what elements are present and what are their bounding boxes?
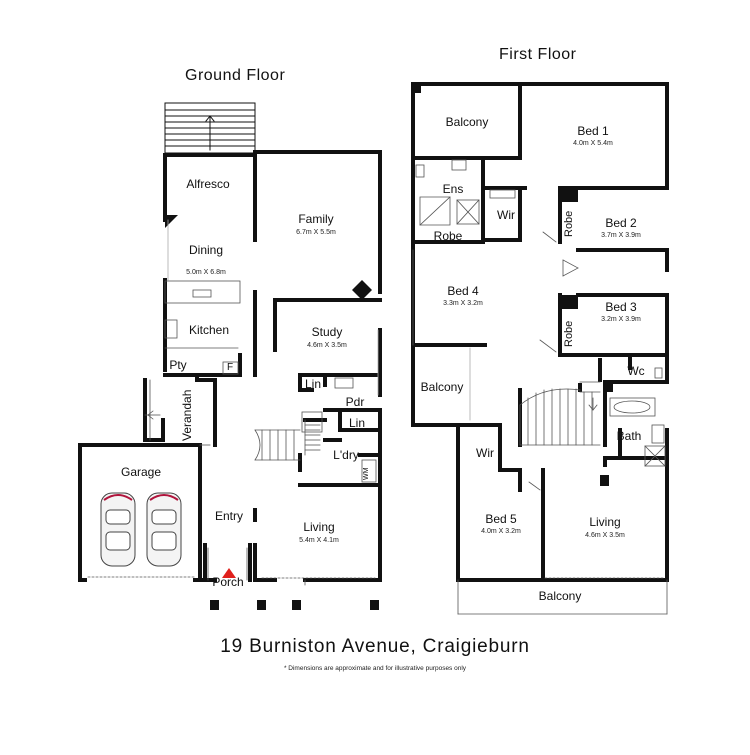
room-label-robe-1: Robe [433,229,463,243]
room-label-robe-3: Robe [563,320,575,347]
room-label-balcony-top: Balcony [445,115,489,129]
room-label-garage: Garage [120,465,162,479]
room-label-bed-1: Bed 1 [577,124,609,138]
room-label-dining: Dining [188,243,224,257]
room-dim-living-first: 4.6m X 3.5m [585,532,625,539]
room-label-pdr: Pdr [345,395,365,409]
room-dim-bed-1: 4.0m X 5.4m [573,140,613,147]
room-label-porch: Porch [212,575,244,589]
room-label-balcony-bottom: Balcony [538,589,582,603]
room-label-study: Study [311,325,343,339]
room-label-robe-2: Robe [563,210,575,237]
room-label-laundry: L'dry [333,448,359,462]
room-label-wir-2: Wir [476,446,494,460]
room-label-family: Family [298,212,334,226]
first-floor-title: First Floor [499,46,577,63]
room-label-alfresco: Alfresco [186,177,230,191]
room-label-living-first: Living [589,515,621,529]
room-label-fridge: F [226,362,234,373]
room-label-bed-5: Bed 5 [485,512,517,526]
room-dim-study: 4.6m X 3.5m [307,342,347,349]
room-label-verandah: Verandah [180,389,194,441]
room-label-washing-machine: WM [363,467,370,480]
car-icons [100,492,182,567]
room-dim-dining: 5.0m X 6.8m [186,269,226,276]
room-label-lin-1: Lin [304,377,322,391]
room-dim-family: 6.7m X 5.5m [296,229,336,236]
ground-floor-title: Ground Floor [185,67,286,84]
room-label-balcony-mid: Balcony [420,380,464,394]
room-label-bath: Bath [616,429,642,443]
room-dim-living-ground: 5.4m X 4.1m [299,537,339,544]
room-label-wc: Wc [627,364,645,378]
room-label-pty: Pty [169,358,187,372]
disclaimer-note: * Dimensions are approximate and for ill… [283,665,467,672]
alfresco-steps [164,102,256,154]
room-label-bed-2: Bed 2 [605,216,637,230]
room-label-entry: Entry [214,509,244,523]
room-label-living-ground: Living [303,520,335,534]
room-label-lin-2: Lin [348,416,366,430]
entry-marker [222,568,236,578]
room-label-ensuite: Ens [442,182,464,196]
room-label-wir-1: Wir [497,208,515,222]
room-dim-bed-5: 4.0m X 3.2m [481,528,521,535]
property-address: 19 Burniston Avenue, Craigieburn [220,636,530,657]
room-label-bed-4: Bed 4 [447,284,479,298]
ground-floor-walls [78,102,382,610]
room-dim-bed-3: 3.2m X 3.9m [601,316,641,323]
room-label-bed-3: Bed 3 [605,300,637,314]
room-dim-bed-4: 3.3m X 3.2m [443,300,483,307]
room-label-kitchen: Kitchen [188,323,230,337]
first-floor-walls [411,82,669,615]
room-dim-bed-2: 3.7m X 3.9m [601,232,641,239]
